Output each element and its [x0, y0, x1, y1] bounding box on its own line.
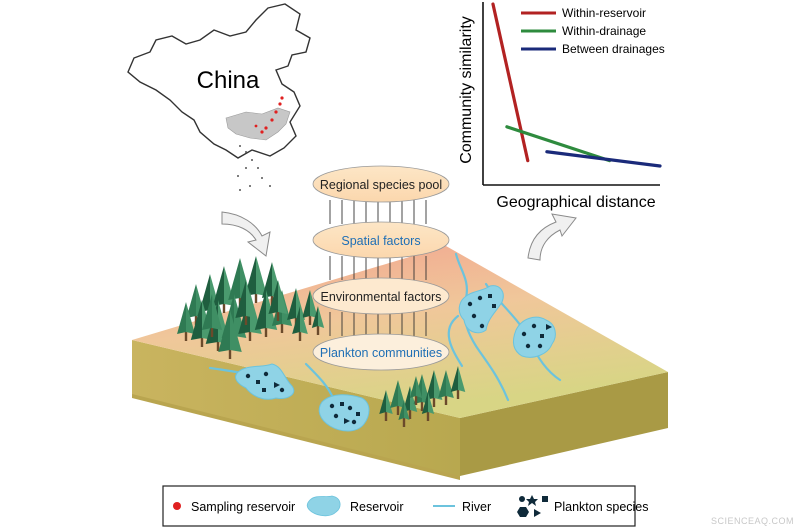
- study-region: [225, 107, 291, 141]
- arrow-into-layers: [221, 211, 271, 257]
- map-label: China: [197, 67, 260, 94]
- legend-label-river: River: [462, 500, 491, 514]
- legend-entry-0: Within-reservoir: [562, 6, 646, 20]
- tree-center-0: [379, 390, 393, 421]
- china-map: China: [127, 3, 311, 191]
- tree-center-9: [409, 376, 423, 405]
- landscape-block: [132, 246, 668, 480]
- legend-entry-1: Within-drainage: [562, 24, 646, 38]
- tree-west-6: [177, 302, 195, 341]
- tree-center-6: [450, 366, 466, 399]
- reservoirs: [235, 285, 556, 432]
- tree-center-5: [438, 370, 454, 405]
- legend-label-plankton: Plankton species: [554, 500, 649, 514]
- tree-west-18: [218, 310, 242, 359]
- similarity-chart: Community similarity Geographical distan…: [458, 2, 665, 211]
- tree-center-1: [390, 380, 406, 415]
- reservoir-west: [235, 363, 295, 400]
- land-front-face-main: [132, 340, 460, 476]
- layer-label-regional: Regional species pool: [320, 178, 442, 192]
- legend-label-reservoir: Reservoir: [350, 500, 404, 514]
- reservoir-blob-icon: [306, 495, 341, 517]
- bottom-legend: Sampling reservoir Reservoir River Plank…: [162, 485, 649, 527]
- y-axis-label: Community similarity: [458, 16, 475, 164]
- legend-box: [162, 485, 636, 527]
- tree-center-7: [398, 400, 410, 427]
- layer-connector-lines: [329, 200, 427, 336]
- watermark: SCIENCEAQ.COM: [711, 516, 794, 526]
- land-top-surface: [132, 246, 668, 418]
- tree-west-16: [235, 280, 257, 325]
- sampling-points: [254, 96, 284, 134]
- plankton-shapes-icon: [517, 495, 548, 517]
- legend-entry-2: Between drainages: [562, 42, 665, 56]
- tree-west-17: [268, 280, 288, 321]
- plankton-markers: [245, 294, 552, 425]
- legend-label-sampling: Sampling reservoir: [191, 500, 295, 514]
- layer-environmental-factors: Environmental factors: [312, 277, 450, 315]
- tree-west-19: [292, 306, 308, 341]
- tree-west-20: [311, 306, 325, 335]
- reservoir-east: [513, 316, 556, 358]
- reservoir-center: [318, 394, 370, 432]
- red-dot-icon: [173, 502, 181, 510]
- layer-regional-species-pool: Regional species pool: [312, 165, 450, 203]
- series-line-2: [545, 150, 662, 168]
- forest-center: [379, 366, 466, 427]
- chart-series-group: [491, 2, 662, 168]
- layer-label-environmental: Environmental factors: [321, 290, 442, 304]
- series-line-1: [505, 125, 612, 163]
- land-side-face: [460, 372, 668, 476]
- layer-spatial-factors: Spatial factors: [312, 221, 450, 259]
- tree-west-14: [302, 290, 318, 325]
- tree-west-15: [201, 294, 223, 337]
- forest-west: [177, 256, 325, 359]
- x-axis-label: Geographical distance: [496, 194, 655, 211]
- tree-west-5: [261, 262, 283, 305]
- reservoir-northeast: [458, 285, 504, 334]
- tree-center-8: [421, 392, 435, 421]
- layer-label-spatial: Spatial factors: [341, 234, 420, 248]
- arrow-to-chart: [527, 213, 577, 261]
- south-china-sea-islands: [237, 145, 271, 191]
- layer-label-plankton: Plankton communities: [320, 346, 442, 360]
- series-line-0: [491, 2, 530, 163]
- layer-plankton-communities: Plankton communities: [312, 333, 450, 371]
- river-east-tributary: [447, 314, 464, 368]
